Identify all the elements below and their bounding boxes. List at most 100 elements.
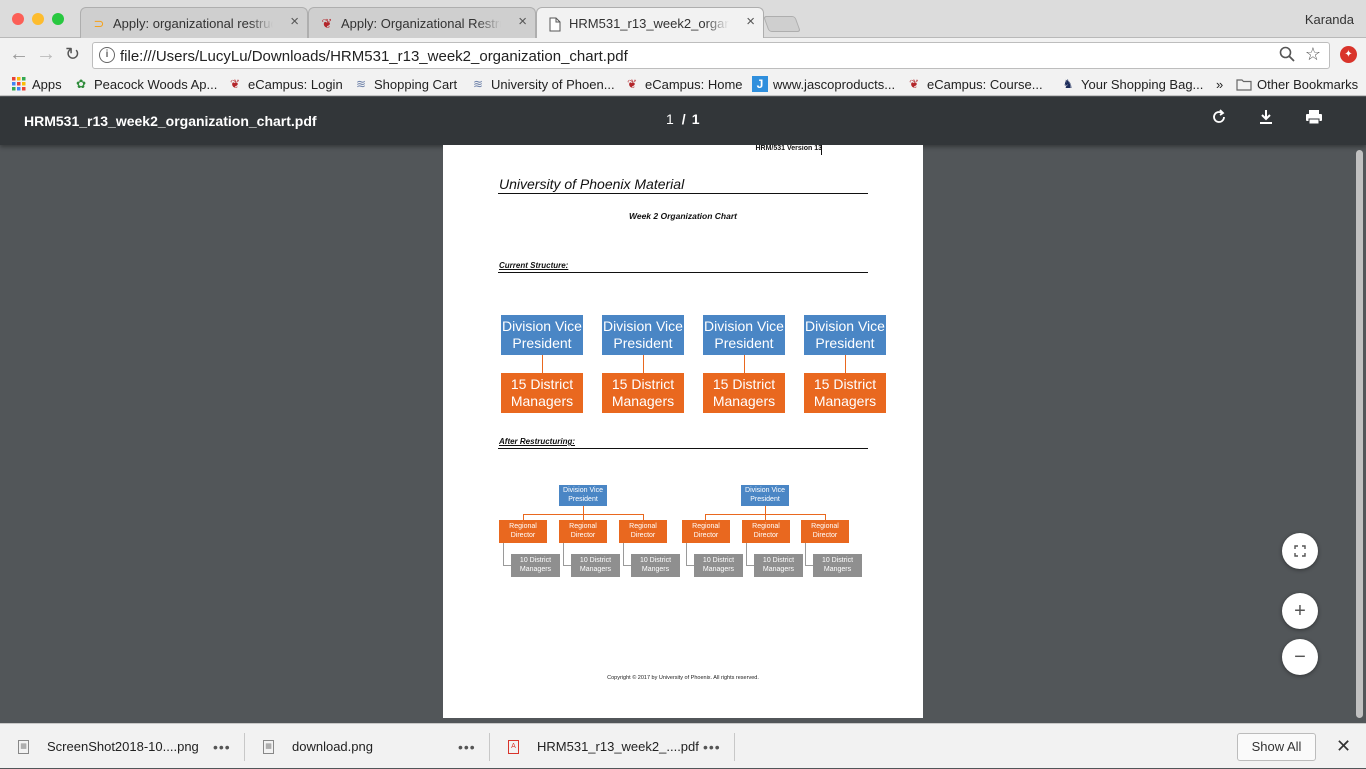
download-menu-button[interactable]: ••• [703, 738, 721, 755]
phoenix-icon: ❦ [626, 77, 638, 91]
zoom-icon[interactable] [1279, 46, 1295, 67]
phoenix-icon: ❦ [229, 77, 241, 91]
bookmarks-bar: Apps ✿ Peacock Woods Ap... ❦ eCampus: Lo… [0, 72, 1366, 96]
bookmark-ecampus-course[interactable]: ❦ eCampus: Course... [906, 75, 1043, 93]
connector-line [623, 565, 631, 566]
tab-apply-org-restructuring-2[interactable]: ❦ Apply: Organizational Restructuring × [308, 7, 536, 38]
connector-line [746, 565, 754, 566]
tab-close-button[interactable]: × [746, 13, 755, 30]
apps-grid-icon [11, 76, 27, 92]
bookmarks-overflow-button[interactable]: » [1216, 76, 1224, 92]
fit-to-page-button[interactable] [1282, 533, 1318, 569]
connector-line [583, 514, 584, 520]
tab-pdf-active[interactable]: HRM531_r13_week2_organization_chart.pdf … [536, 7, 764, 39]
bookmark-ecampus-login[interactable]: ❦ eCampus: Login [227, 75, 343, 93]
bookmark-shopping-cart[interactable]: ≋ Shopping Cart [353, 75, 457, 93]
folder-icon [1236, 76, 1252, 92]
title-rule [498, 193, 868, 194]
bookmark-star-icon[interactable]: ☆ [1304, 44, 1321, 64]
bookmark-ecampus-home[interactable]: ❦ eCampus: Home [624, 75, 743, 93]
extension-icon[interactable]: ✦ [1340, 46, 1357, 63]
bookmark-label: www.jascoproducts... [773, 76, 896, 92]
download-icon[interactable] [1258, 109, 1274, 130]
connector-line [623, 543, 624, 565]
divider [489, 733, 490, 761]
reload-icon[interactable]: ↻ [65, 44, 81, 64]
copyright-text: Copyright © 2017 by University of Phoeni… [607, 675, 759, 681]
bookmark-label: Shopping Cart [374, 76, 458, 92]
download-shelf: ▦ ScreenShot2018-10....png ••• ▦ downloa… [0, 723, 1366, 768]
download-item[interactable]: A HRM531_r13_week2_....pdf ••• [508, 724, 721, 769]
other-bookmarks[interactable]: Other Bookmarks [1236, 75, 1358, 93]
connector-line [563, 543, 564, 565]
profile-name[interactable]: Karanda [1304, 12, 1354, 27]
bookmark-peacock-woods[interactable]: ✿ Peacock Woods Ap... [73, 75, 217, 93]
document-subtitle: Week 2 Organization Chart [628, 211, 737, 221]
download-filename: HRM531_r13_week2_....pdf [537, 739, 699, 754]
image-file-icon: ▦ [18, 739, 29, 754]
connector-line [523, 514, 524, 520]
bookmark-apps[interactable]: Apps [11, 75, 62, 93]
connector-line [686, 565, 694, 566]
browser-toolbar: ← → ↻ i file:///Users/LucyLu/Downloads/H… [0, 38, 1366, 72]
address-bar[interactable]: i file:///Users/LucyLu/Downloads/HRM531_… [92, 42, 1330, 69]
pdf-file-icon: A [508, 739, 519, 754]
uopx-logo-icon: ≋ [472, 77, 484, 91]
cart-logo-icon: ≋ [355, 77, 367, 91]
download-item[interactable]: ▦ ScreenShot2018-10....png ••• [18, 724, 231, 769]
tab-close-button[interactable]: × [518, 13, 527, 30]
download-filename: ScreenShot2018-10....png [47, 739, 199, 754]
download-filename: download.png [292, 739, 373, 754]
connector-line [705, 514, 706, 520]
current-page-input[interactable]: 1 [666, 111, 674, 127]
minimize-window-button[interactable] [32, 13, 44, 25]
connector-line [503, 543, 504, 565]
tab-title: Apply: Organizational Restructuring [341, 16, 501, 31]
close-window-button[interactable] [12, 13, 24, 25]
connector-line [503, 565, 511, 566]
tab-close-button[interactable]: × [290, 13, 299, 30]
connector-line [845, 355, 846, 373]
connector-line [686, 543, 687, 565]
print-icon[interactable] [1305, 109, 1323, 130]
download-menu-button[interactable]: ••• [213, 738, 231, 755]
download-menu-button[interactable]: ••• [458, 738, 476, 755]
info-icon[interactable]: i [99, 47, 115, 63]
bookmark-label: Peacock Woods Ap... [94, 76, 218, 92]
after-rule [498, 448, 868, 449]
scrollbar-thumb[interactable] [1356, 150, 1363, 718]
bookmark-shopping-bag[interactable]: ♞ Your Shopping Bag... [1060, 75, 1204, 93]
bookmark-university-phoenix[interactable]: ≋ University of Phoen... [470, 75, 615, 93]
rotate-icon[interactable] [1211, 109, 1227, 130]
forward-arrow-icon[interactable]: → [36, 43, 56, 65]
download-item[interactable]: ▦ download.png ••• [263, 724, 476, 769]
url-text[interactable]: file:///Users/LucyLu/Downloads/HRM531_r1… [120, 48, 628, 65]
maximize-window-button[interactable] [52, 13, 64, 25]
current-structure-heading: Current Structure: [499, 261, 569, 270]
pdf-toolbar: HRM531_r13_week2_organization_chart.pdf … [0, 97, 1366, 145]
current-rule [498, 272, 868, 273]
zoom-out-button[interactable]: − [1282, 639, 1318, 675]
phoenix-icon: ❦ [908, 77, 920, 91]
bookmark-jasco[interactable]: J www.jascoproducts... [752, 75, 895, 93]
zoom-in-button[interactable]: + [1282, 593, 1318, 629]
tab-title: HRM531_r13_week2_organization_chart.pdf [569, 16, 729, 31]
close-shelf-icon[interactable]: ✕ [1336, 736, 1352, 756]
show-all-button[interactable]: Show All [1237, 733, 1316, 761]
divider [244, 733, 245, 761]
tab-apply-org-restructuring-1[interactable]: ⊃ Apply: organizational restructuring × [80, 7, 308, 38]
new-tab-button[interactable] [763, 16, 801, 32]
jasco-icon: J [752, 76, 768, 92]
bookmark-label: eCampus: Home [645, 76, 743, 92]
back-arrow-icon[interactable]: ← [9, 43, 29, 65]
